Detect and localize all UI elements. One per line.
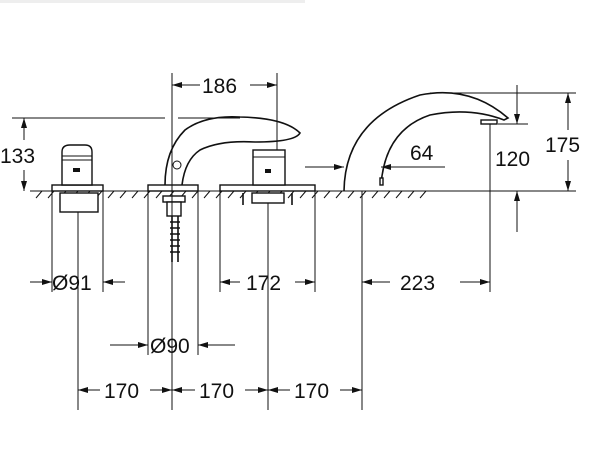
dim-186: 186 [202,75,237,98]
dim-d91: Ø91 [52,272,92,295]
dim-172: 172 [246,272,281,295]
dim-170-3: 170 [294,380,329,403]
left-valve-handle [51,144,104,213]
spout [343,91,510,192]
dim-d90: Ø90 [150,335,190,358]
dimension-lines [12,73,576,410]
mixer-valve [219,149,316,205]
dim-223: 223 [400,272,435,295]
dim-64: 64 [410,142,434,165]
dim-170-2: 170 [199,380,234,403]
dim-120: 120 [495,148,530,171]
dim-133: 133 [0,145,35,168]
dim-175: 175 [545,134,580,157]
hand-shower [147,115,301,262]
dim-170-1: 170 [104,380,139,403]
